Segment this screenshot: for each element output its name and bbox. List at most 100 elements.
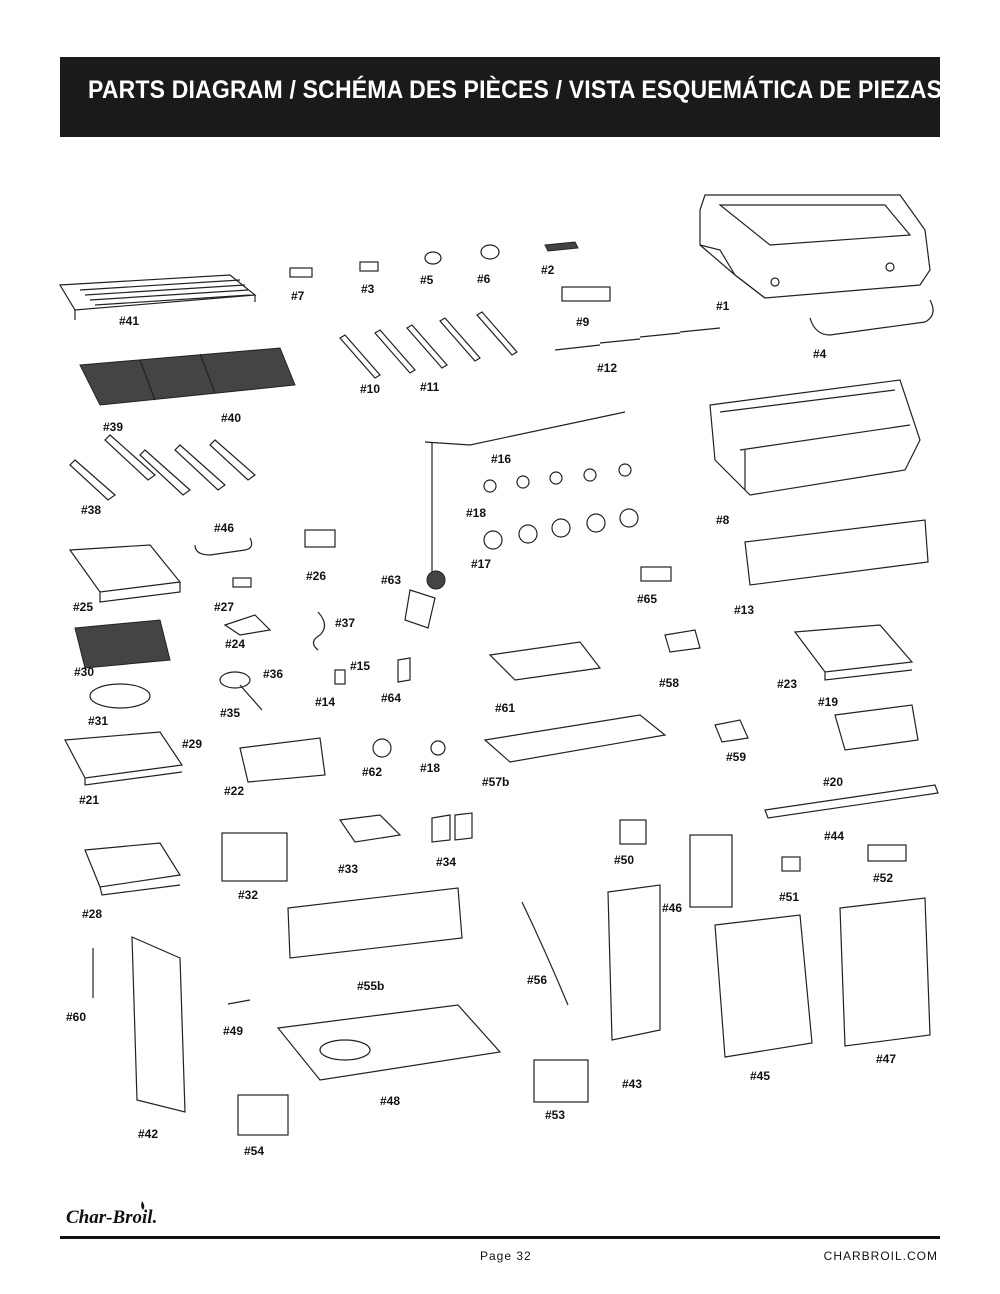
part-label: #9 <box>576 315 590 329</box>
part-label: #21 <box>79 793 99 807</box>
part-label: #5 <box>420 273 434 287</box>
firebox-illustration <box>709 379 921 496</box>
casters-54-illustration <box>237 1094 289 1136</box>
part-label: #20 <box>823 775 843 789</box>
part-label: #50 <box>614 853 634 867</box>
box-28-illustration <box>84 842 181 896</box>
part-label: #33 <box>338 862 358 876</box>
part-label: #16 <box>491 452 511 466</box>
part-label: #35 <box>220 706 240 720</box>
side-burner-illustration <box>219 671 251 689</box>
part-label: #15 <box>350 659 370 673</box>
part-label: #45 <box>750 1069 770 1083</box>
bracket-7-illustration <box>289 267 313 278</box>
panel-55b-illustration <box>287 887 463 959</box>
door-45-illustration <box>714 914 813 1058</box>
part-label: #58 <box>659 676 679 690</box>
bottom-shelf-illustration <box>276 1004 502 1081</box>
cooking-grates-illustration <box>79 347 296 406</box>
part-label: #47 <box>876 1052 896 1066</box>
part-label: #23 <box>777 677 797 691</box>
ignitor-illustration <box>544 241 579 252</box>
side-burner-tube-illustration <box>239 684 263 711</box>
part-label: #40 <box>221 411 241 425</box>
part-label: #2 <box>541 263 555 277</box>
part-65-illustration <box>640 566 672 582</box>
part-27-illustration <box>232 577 252 588</box>
part-label: #30 <box>74 665 94 679</box>
page-title: PARTS DIAGRAM / SCHÉMA DES PIÈCES / VIST… <box>88 76 943 104</box>
part-51-illustration <box>781 856 801 872</box>
manifold-illustration <box>404 411 626 629</box>
website-link[interactable]: CHARBROIL.COM <box>823 1249 938 1263</box>
part-label: #17 <box>471 557 491 571</box>
rod-56-illustration <box>521 901 569 1006</box>
part-label: #8 <box>716 513 730 527</box>
part-label: #18 <box>420 761 440 775</box>
part-label: #48 <box>380 1094 400 1108</box>
part-label: #36 <box>263 667 283 681</box>
part-label: #56 <box>527 973 547 987</box>
door-handles-illustration <box>689 834 733 908</box>
part-label: #25 <box>73 600 93 614</box>
part-label: #12 <box>597 361 617 375</box>
tray-61-illustration <box>488 641 602 681</box>
control-panel-illustration <box>744 519 929 586</box>
frame-21-illustration <box>64 731 184 786</box>
part-label: #52 <box>873 871 893 885</box>
right-shelf-illustration <box>793 624 914 681</box>
page-number: Page 32 <box>480 1249 532 1263</box>
part-label: #3 <box>361 282 375 296</box>
part-label: #1 <box>716 299 730 313</box>
part-59-illustration <box>714 719 749 743</box>
flame-tamers-illustration <box>554 327 721 351</box>
part-label: #24 <box>225 637 245 651</box>
part-label: #46 <box>662 901 682 915</box>
part-label: #44 <box>824 829 844 843</box>
part-label: #29 <box>182 737 202 751</box>
part-26-illustration <box>304 529 336 548</box>
part-32-illustration <box>221 832 288 882</box>
part-label: #26 <box>306 569 326 583</box>
panel-20-illustration <box>834 704 919 751</box>
part-label: #27 <box>214 600 234 614</box>
part-label: #34 <box>436 855 456 869</box>
part-label: #37 <box>335 616 355 630</box>
part-64-illustration <box>397 657 411 683</box>
panel-9-illustration <box>561 286 611 302</box>
part-label: #28 <box>82 907 102 921</box>
part-label: #13 <box>734 603 754 617</box>
part-label: #53 <box>545 1108 565 1122</box>
side-shelf-illustration <box>68 544 182 603</box>
bottom-shelf-hole-illustration <box>319 1039 371 1061</box>
part-illustrations <box>58 194 939 1136</box>
knobs-illustration <box>483 463 639 550</box>
brand-logo: Char-Broil. <box>66 1201 157 1228</box>
brand-name: Char-Broil. <box>66 1207 157 1228</box>
knob-18b-illustration <box>430 740 446 756</box>
part-label: #46 <box>214 521 234 535</box>
part-50-illustration <box>619 819 647 845</box>
part-label: #43 <box>622 1077 642 1091</box>
part-label: #59 <box>726 750 746 764</box>
part-label: #60 <box>66 1010 86 1024</box>
door-47-illustration <box>839 897 931 1047</box>
knob-6-illustration <box>480 244 500 260</box>
knob-62-illustration <box>372 738 392 758</box>
panel-22-illustration <box>239 737 326 783</box>
part-52-illustration <box>867 844 907 862</box>
ring-burner-illustration <box>89 683 151 709</box>
heat-tents-illustration <box>69 434 256 501</box>
part-label: #51 <box>779 890 799 904</box>
part-label: #49 <box>223 1024 243 1038</box>
part-labels: #1 #2 #3 #4 #5 #6 #7 #8 #9 #10 #11 #12 #… <box>66 263 896 1158</box>
parts-diagram: #1 #2 #3 #4 #5 #6 #7 #8 #9 #10 #11 #12 #… <box>58 194 939 1158</box>
part-label: #63 <box>381 573 401 587</box>
part-label: #57b <box>482 775 509 789</box>
part-label: #11 <box>420 380 440 394</box>
warming-rack-illustration <box>58 274 257 320</box>
part-label: #6 <box>477 272 491 286</box>
part-label: #41 <box>119 314 139 328</box>
knob-5-illustration <box>424 251 442 265</box>
burners-illustration <box>339 311 518 379</box>
